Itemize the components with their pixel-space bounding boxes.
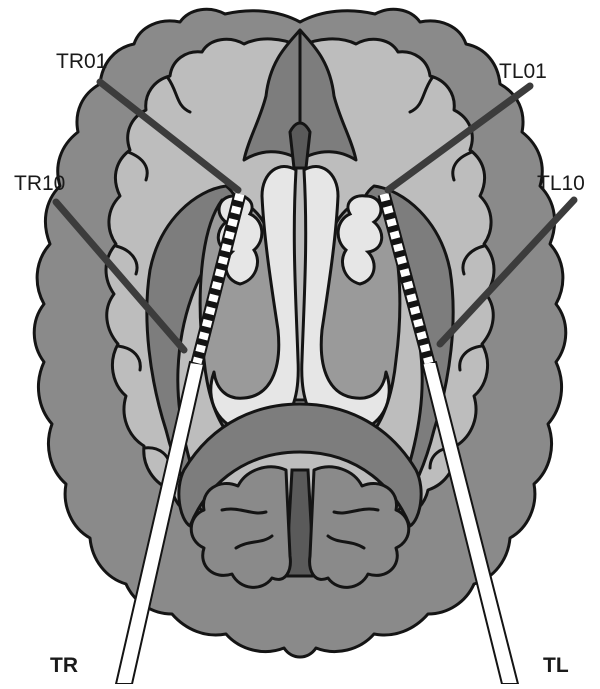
label-tl01: TL01 [499, 60, 547, 83]
label-tr10: TR10 [14, 172, 65, 195]
label-tr: TR [50, 654, 78, 677]
label-tl10: TL10 [537, 172, 585, 195]
label-tl: TL [543, 654, 569, 677]
septum-dark [290, 123, 310, 168]
label-tr01: TR01 [56, 50, 107, 73]
